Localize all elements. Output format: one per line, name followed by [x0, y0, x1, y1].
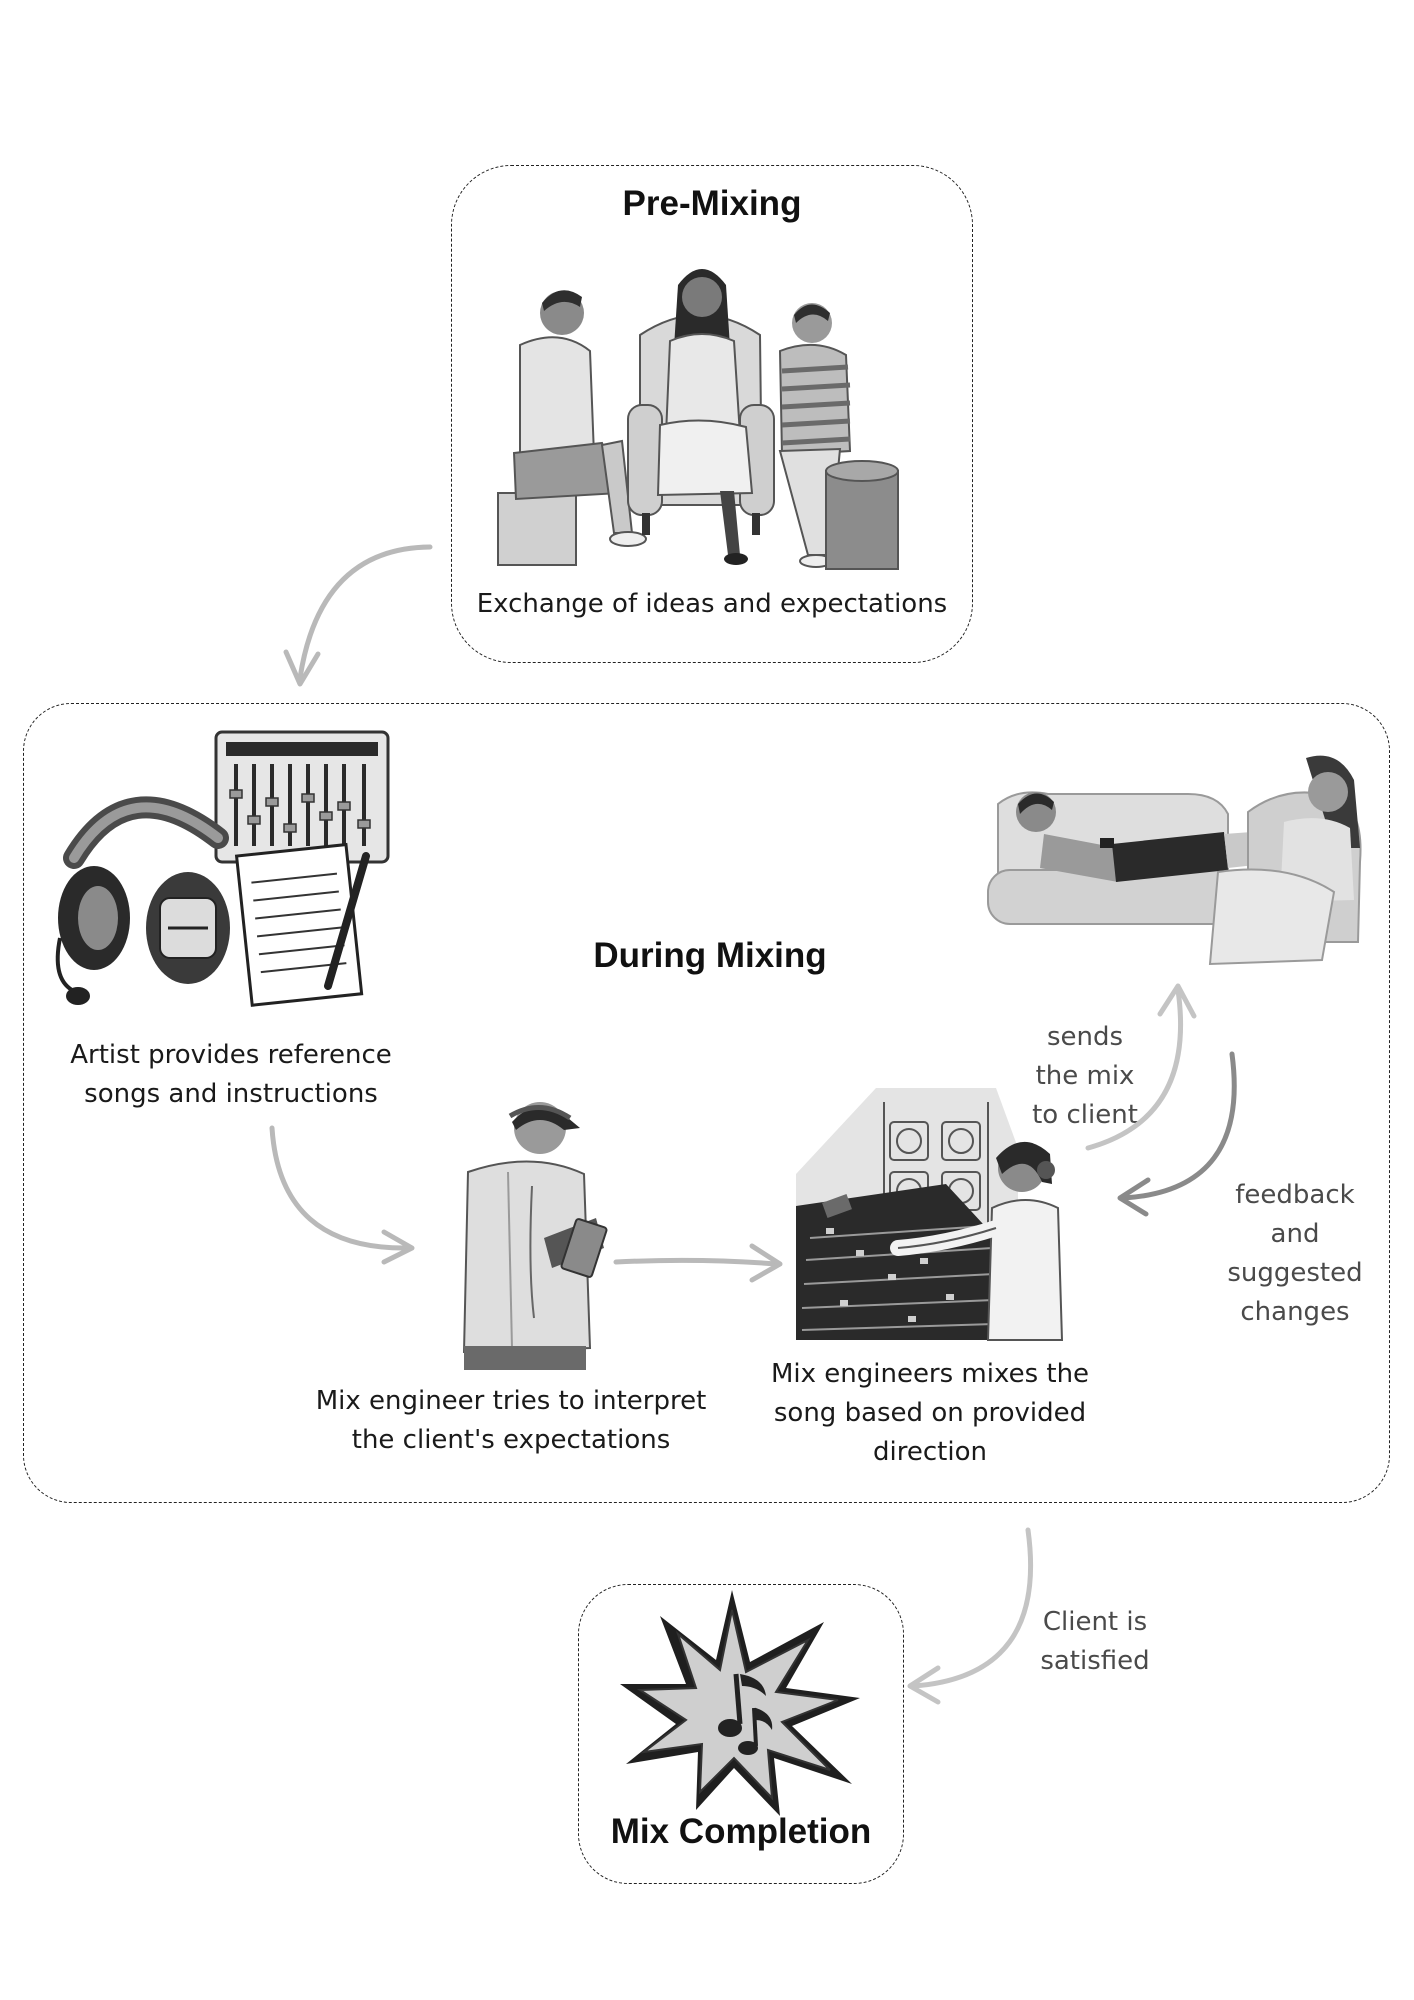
- pre-mixing-title: Pre-Mixing: [622, 184, 802, 223]
- during-mixing-title: During Mixing: [593, 936, 827, 975]
- client-satisfied-label: Client is satisfied: [1040, 1607, 1150, 1676]
- sends-mix-label: sends the mix to client: [1032, 1022, 1138, 1130]
- feedback-label: feedback and suggested changes: [1227, 1180, 1363, 1327]
- during-mixing-box: [23, 703, 1390, 1503]
- music-burst-icon: [620, 1590, 860, 1816]
- arrowhead-pre-to-during: [283, 649, 321, 687]
- arrowhead-satisfied: [907, 1665, 941, 1705]
- mix-completion-box: [578, 1584, 904, 1884]
- studio-mixing-illustration: [796, 1088, 1064, 1341]
- arrow-satisfied: [911, 1527, 1034, 1689]
- client-listening-illustration: [987, 755, 1362, 966]
- arrow-pre-to-during: [297, 544, 433, 681]
- mix-completion-title: Mix Completion: [610, 1812, 872, 1851]
- meeting-illustration: [497, 269, 899, 570]
- reference-gear-illustration: [55, 730, 390, 1007]
- pre-mixing-box: [451, 165, 973, 663]
- interpret-caption: Mix engineer tries to interpret the clie…: [315, 1386, 707, 1455]
- artist-caption: Artist provides reference songs and inst…: [70, 1040, 392, 1109]
- engineer-tablet-illustration: [462, 1102, 608, 1370]
- mixing-caption: Mix engineers mixes the song based on pr…: [770, 1359, 1090, 1467]
- pre-mixing-caption: Exchange of ideas and expectations: [476, 589, 948, 619]
